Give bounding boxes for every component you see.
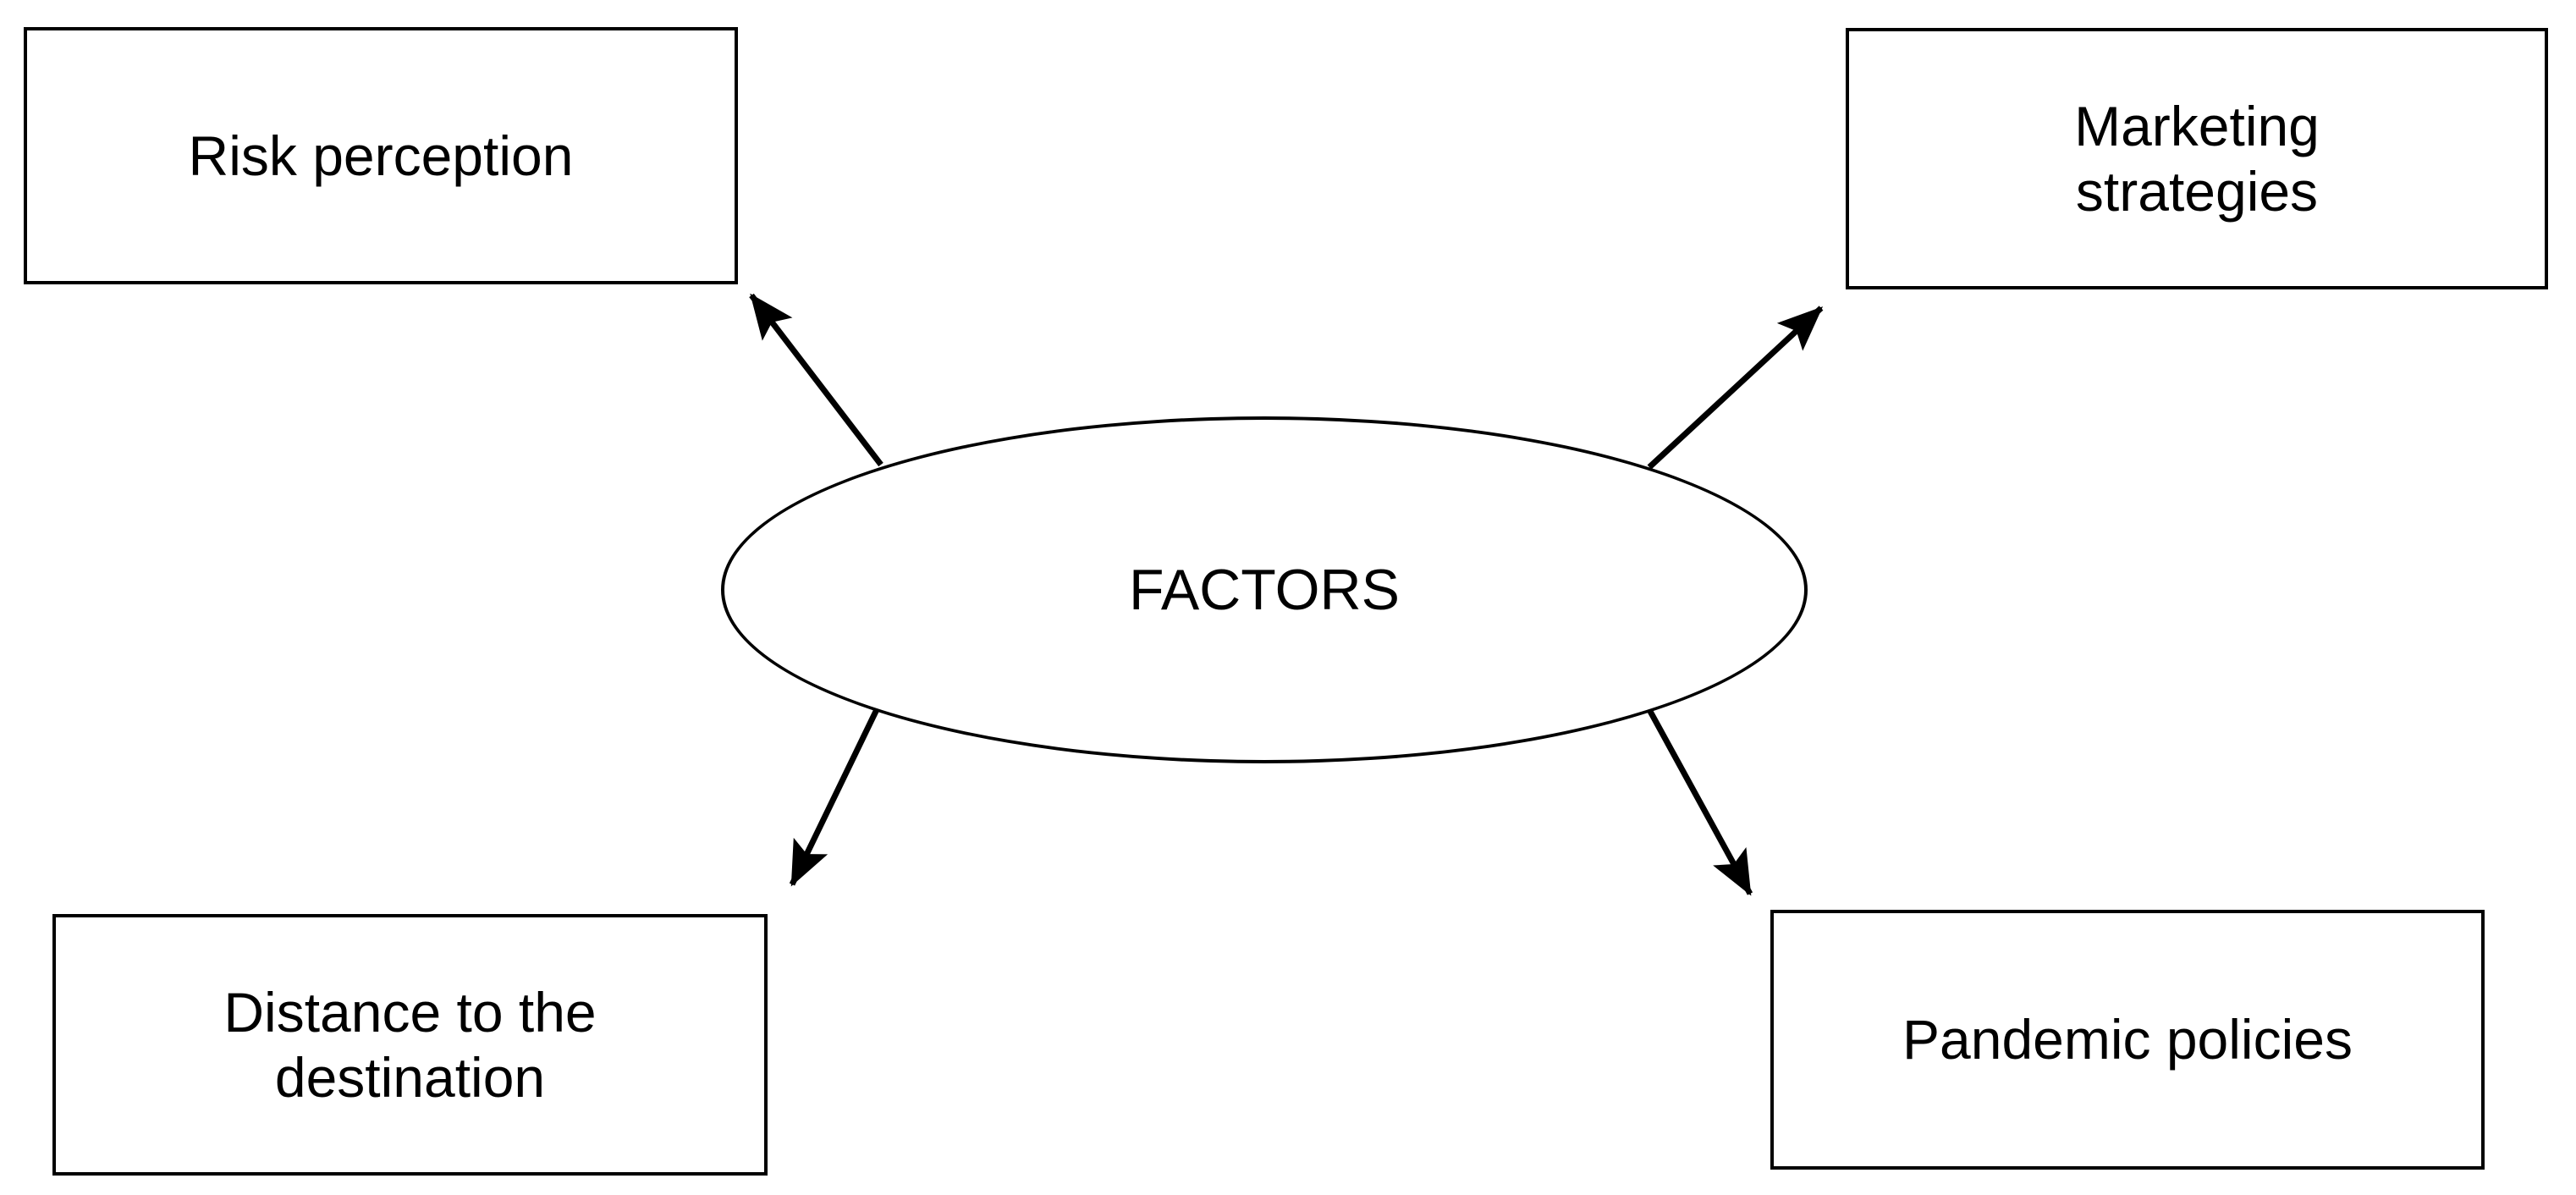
node-distance-destination[interactable]: Distance to the destination [52,914,768,1176]
node-risk-perception-label: Risk perception [188,124,574,187]
edge-factors-risk-perception [749,293,883,467]
node-distance-destination-label: Distance to the destination [223,980,597,1109]
node-marketing-strategies[interactable]: Marketing strategies [1846,28,2548,289]
node-marketing-strategies-label: Marketing strategies [2074,94,2320,223]
node-risk-perception[interactable]: Risk perception [24,27,738,284]
edge-factors-pandemic-policies [1644,705,1753,896]
edge-factors-marketing-strategies [1647,306,1824,470]
edge-factors-distance-destination [789,697,885,887]
node-factors-label: FACTORS [1129,557,1400,622]
node-pandemic-policies[interactable]: Pandemic policies [1770,910,2485,1170]
node-pandemic-policies-label: Pandemic policies [1902,1008,2353,1071]
node-factors[interactable]: FACTORS [721,416,1808,763]
